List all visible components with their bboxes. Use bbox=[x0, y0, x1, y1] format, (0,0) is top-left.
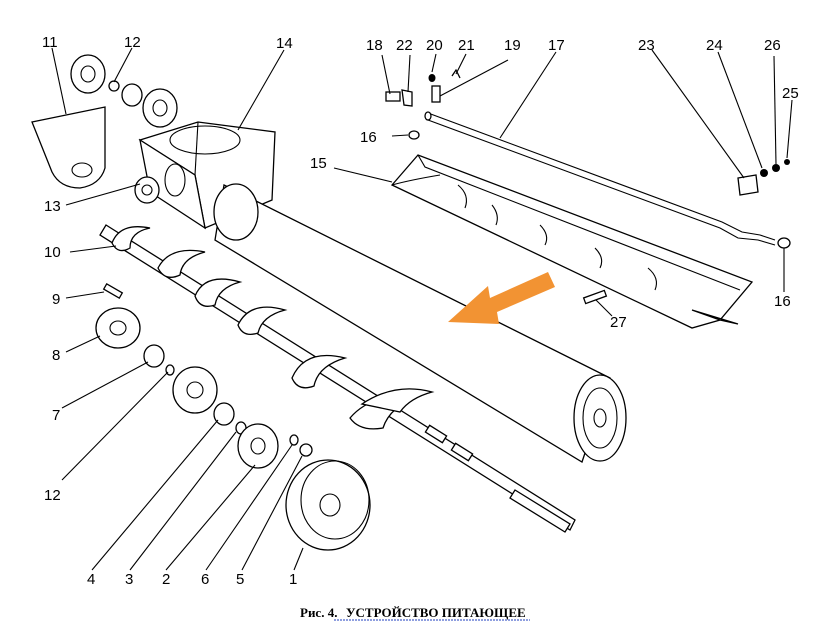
callout-11: 11 bbox=[42, 34, 58, 51]
callout-12-bottom: 12 bbox=[44, 487, 61, 504]
part-bearing-4 bbox=[172, 366, 218, 414]
callout-24: 24 bbox=[706, 37, 723, 54]
part-top-flange bbox=[70, 54, 178, 128]
callout-13: 13 bbox=[44, 198, 61, 215]
callout-18: 18 bbox=[366, 37, 383, 54]
part-washer-3 bbox=[213, 402, 235, 426]
part-washer-7 bbox=[143, 344, 165, 368]
part-rod bbox=[424, 111, 776, 246]
part-bearing-2 bbox=[237, 423, 279, 469]
callout-22: 22 bbox=[396, 37, 413, 54]
callout-16-top: 16 bbox=[360, 129, 377, 146]
callout-2: 2 bbox=[162, 571, 170, 588]
part-13-disc bbox=[134, 176, 160, 204]
callout-23: 23 bbox=[638, 37, 655, 54]
figure-caption: Рис. 4. УСТРОЙСТВО ПИТАЮЩЕЕ bbox=[300, 605, 530, 621]
callout-1: 1 bbox=[289, 571, 297, 588]
callout-26: 26 bbox=[764, 37, 781, 54]
callout-25: 25 bbox=[782, 85, 799, 102]
part-bolt-9 bbox=[102, 283, 124, 299]
callout-12-top: 12 bbox=[124, 34, 141, 51]
callout-6: 6 bbox=[201, 571, 209, 588]
part-nut-5 bbox=[299, 443, 313, 457]
callout-19: 19 bbox=[504, 37, 521, 54]
callout-labels: 11 12 14 13 10 9 8 7 12 4 3 2 6 5 1 18 2… bbox=[42, 34, 799, 588]
callout-20: 20 bbox=[426, 37, 443, 54]
part-flange-8 bbox=[95, 307, 141, 349]
part-cover-plate bbox=[31, 106, 106, 189]
callout-17: 17 bbox=[548, 37, 565, 54]
part-hardware-top bbox=[385, 68, 461, 140]
caption-prefix: Рис. 4. bbox=[300, 605, 337, 620]
part-nut-6 bbox=[289, 434, 299, 446]
callout-9: 9 bbox=[52, 291, 60, 308]
caption-title: УСТРОЙСТВО ПИТАЮЩЕЕ bbox=[346, 605, 526, 620]
part-trough bbox=[390, 154, 754, 329]
part-hardware-right bbox=[737, 159, 791, 249]
flow-direction-arrow bbox=[448, 272, 555, 324]
part-bolt-27 bbox=[582, 289, 608, 305]
callout-3: 3 bbox=[125, 571, 133, 588]
callout-4: 4 bbox=[87, 571, 95, 588]
callout-16-right: 16 bbox=[774, 293, 791, 310]
callout-27: 27 bbox=[610, 314, 627, 331]
callout-14: 14 bbox=[276, 35, 293, 52]
callout-15: 15 bbox=[310, 155, 327, 172]
callout-10: 10 bbox=[44, 244, 61, 261]
callout-8: 8 bbox=[52, 347, 60, 364]
callout-5: 5 bbox=[236, 571, 244, 588]
callout-7: 7 bbox=[52, 407, 60, 424]
callout-21: 21 bbox=[458, 37, 475, 54]
part-pulley-1 bbox=[285, 459, 371, 551]
leader-lines bbox=[51, 47, 793, 571]
part-auger bbox=[99, 224, 576, 533]
